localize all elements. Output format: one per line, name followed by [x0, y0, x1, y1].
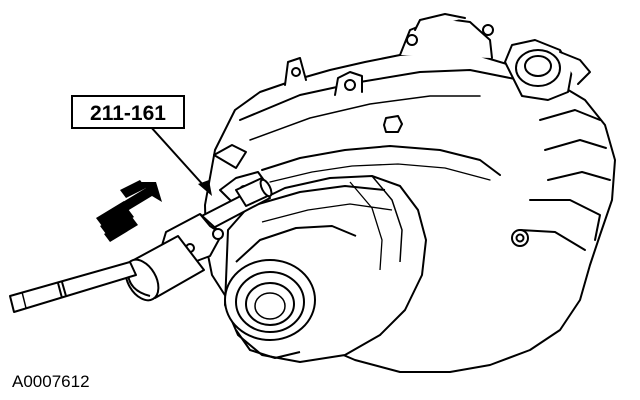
tool-number-label: 211-161 — [90, 102, 166, 125]
callout-leader — [149, 125, 212, 196]
direction-arrow-icon — [96, 180, 162, 242]
figure-id-label: A0007612 — [12, 372, 90, 391]
callout-box — [71, 95, 185, 129]
tool-callout: 211-161 — [71, 95, 185, 129]
bushing-remover-tool — [124, 177, 273, 302]
extension-housing — [224, 175, 427, 363]
slide-hammer-rod — [9, 261, 137, 313]
